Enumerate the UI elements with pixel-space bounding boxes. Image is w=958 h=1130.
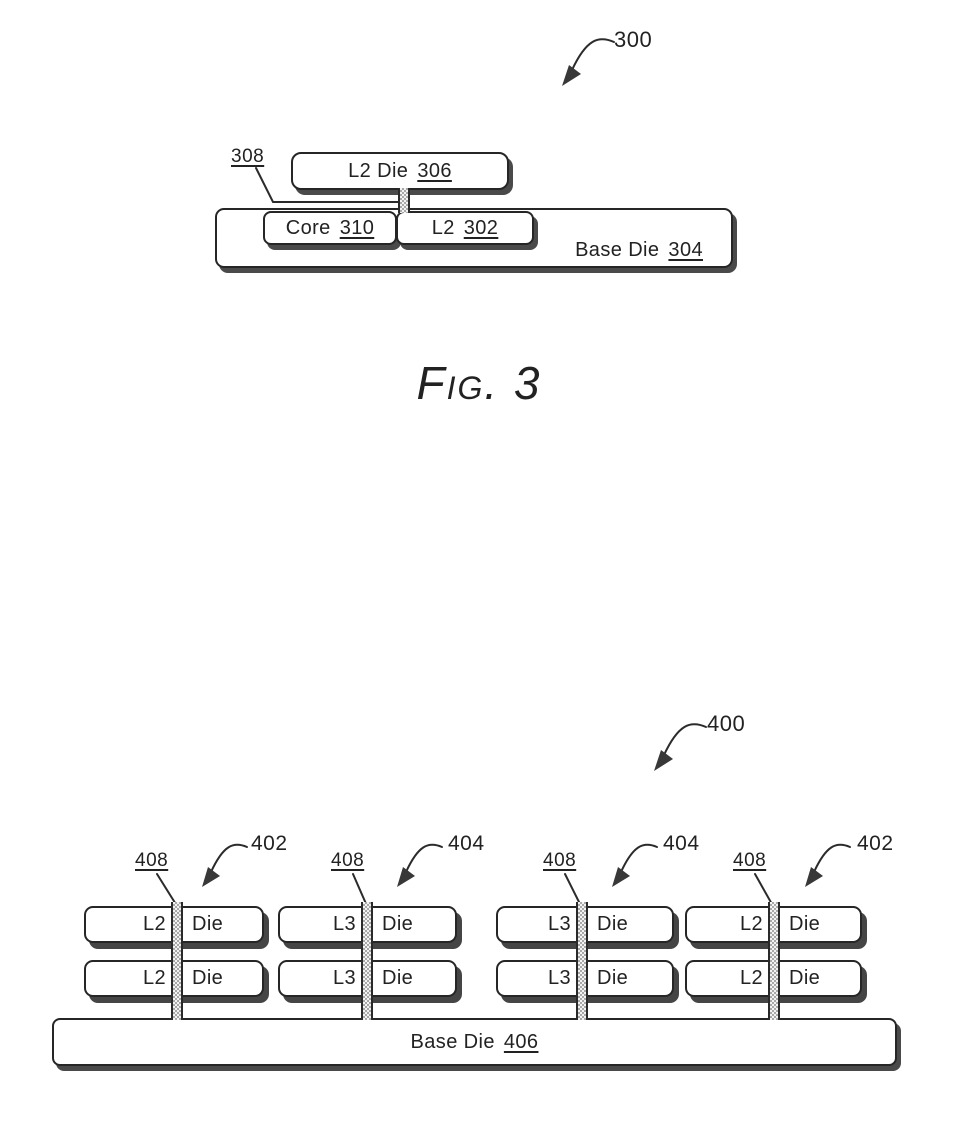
ref-408-leader-2 xyxy=(352,873,368,907)
ref-404-label-1: 404 xyxy=(448,832,485,855)
ref-402-arrow-2 xyxy=(805,843,851,887)
cache-label: L3 xyxy=(332,967,356,989)
cache-label: L3 xyxy=(332,913,356,935)
die-connector-408-4 xyxy=(768,902,780,1020)
die-label: Die xyxy=(597,967,629,989)
die-connector-408-1 xyxy=(171,902,183,1020)
ref-404-label-2: 404 xyxy=(663,832,700,855)
die-connector-408-3 xyxy=(576,902,588,1020)
die-label: Die xyxy=(789,913,821,935)
ref-408-leader-4 xyxy=(754,873,774,907)
cache-label: L2 xyxy=(142,967,166,989)
l2-die-306-box: L2 Die 306 xyxy=(291,152,509,190)
cache-label: L3 xyxy=(547,967,571,989)
ref-408-label-4: 408 xyxy=(733,850,767,871)
cache-label: L2 xyxy=(739,913,763,935)
l2-die-306-label: L2 Die xyxy=(348,159,409,182)
cache-label: L2 xyxy=(142,913,166,935)
ref-402-arrow-1 xyxy=(202,843,248,887)
l2-302-label: L2 xyxy=(431,216,455,239)
l2-302-box: L2 302 xyxy=(396,211,534,245)
ref-400-label: 400 xyxy=(707,711,746,736)
base-die-304-ref: 304 xyxy=(668,239,703,261)
ref-402-label-2: 402 xyxy=(857,832,894,855)
ref-408-leader-3 xyxy=(564,873,582,907)
base-die-304-caption: Base Die 304 xyxy=(575,239,703,262)
die-label: Die xyxy=(382,967,414,989)
l2-die-306-ref: 306 xyxy=(417,159,452,182)
die-label: Die xyxy=(192,913,224,935)
ref-408-label-3: 408 xyxy=(543,850,577,871)
l2-302-ref: 302 xyxy=(463,216,499,239)
base-die-304-label: Base Die xyxy=(575,239,660,261)
ref-300-arrow-icon xyxy=(562,38,615,86)
ref-402-label-1: 402 xyxy=(251,832,288,855)
base-die-406-ref: 406 xyxy=(503,1030,539,1053)
die-connector-308 xyxy=(398,188,410,213)
ref-400-arrow-icon xyxy=(654,723,707,771)
ref-300-label: 300 xyxy=(614,27,653,52)
core-310-label: Core xyxy=(285,216,331,239)
ref-404-arrow-1 xyxy=(397,843,443,887)
ref-404-arrow-2 xyxy=(612,843,658,887)
ref-408-label-1: 408 xyxy=(135,850,169,871)
base-die-406-label: Base Die xyxy=(410,1030,495,1053)
ref-308-label: 308 xyxy=(231,146,265,167)
die-label: Die xyxy=(597,913,629,935)
die-label: Die xyxy=(192,967,224,989)
base-die-406-box: Base Die 406 xyxy=(52,1018,897,1066)
ref-408-label-2: 408 xyxy=(331,850,365,871)
fig3-caption: Fig. 3 xyxy=(416,357,542,409)
die-label: Die xyxy=(789,967,821,989)
core-310-box: Core 310 xyxy=(263,211,397,245)
cache-label: L2 xyxy=(739,967,763,989)
core-310-ref: 310 xyxy=(339,216,375,239)
cache-label: L3 xyxy=(547,913,571,935)
ref-408-leader-1 xyxy=(156,873,178,907)
die-label: Die xyxy=(382,913,414,935)
die-connector-408-2 xyxy=(361,902,373,1020)
ref-308-leader-line xyxy=(255,167,401,203)
